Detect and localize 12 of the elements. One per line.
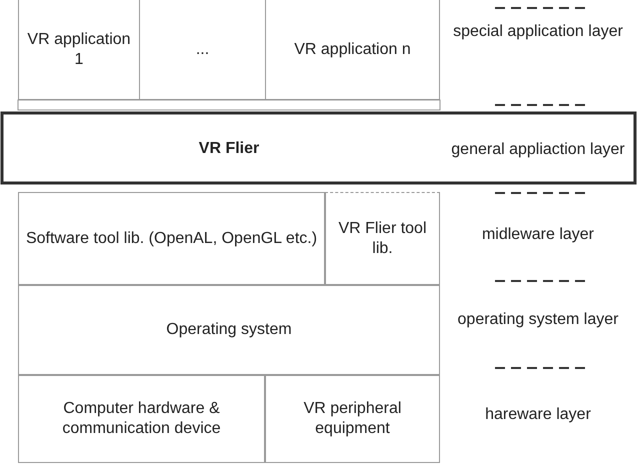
layer-name: midleware layer: [480, 225, 596, 245]
layer-name: general appliaction layer: [450, 140, 626, 160]
layer-box: Computer hardware & communication device: [18, 375, 265, 463]
layer-box: VR peripheral equipment: [265, 375, 440, 463]
layer-name: special application layer: [452, 22, 624, 42]
layer-box: Operating system: [18, 285, 440, 375]
layer-box: VR application n: [265, 0, 440, 100]
layer-name: operating system layer: [456, 310, 620, 330]
layer-box: VR Flier tool lib.: [325, 192, 440, 285]
layer-box: VR application 1: [18, 0, 140, 100]
layer-name: hareware layer: [484, 405, 592, 425]
layer-box: Software tool lib. (OpenAL, OpenGL etc.): [18, 192, 325, 285]
